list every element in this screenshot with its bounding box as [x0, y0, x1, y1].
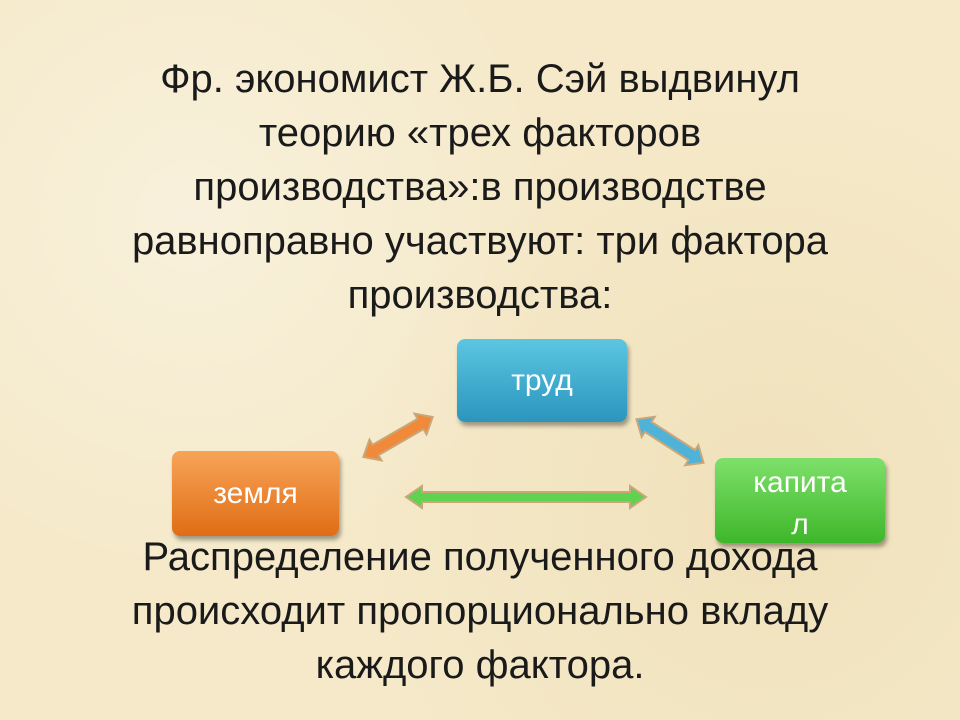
arrow-trud-kapital: [635, 415, 705, 467]
arrow-zemlya-trud: [362, 412, 434, 462]
factor-trud-label: труд: [511, 363, 573, 397]
factor-zemlya-box: земля: [172, 451, 339, 536]
factor-trud-box: труд: [457, 339, 627, 422]
factor-kapital-label: капита л: [753, 466, 847, 541]
arrow-zemlya-kapital: [404, 484, 648, 510]
factor-kapital-box: капита л: [715, 458, 885, 543]
factor-zemlya-label: земля: [213, 476, 298, 510]
slide-footer-text: Распределение полученного дохода происхо…: [131, 535, 829, 687]
slide-heading: Фр. экономист Ж.Б. Сэй выдвинул теорию «…: [131, 57, 829, 317]
